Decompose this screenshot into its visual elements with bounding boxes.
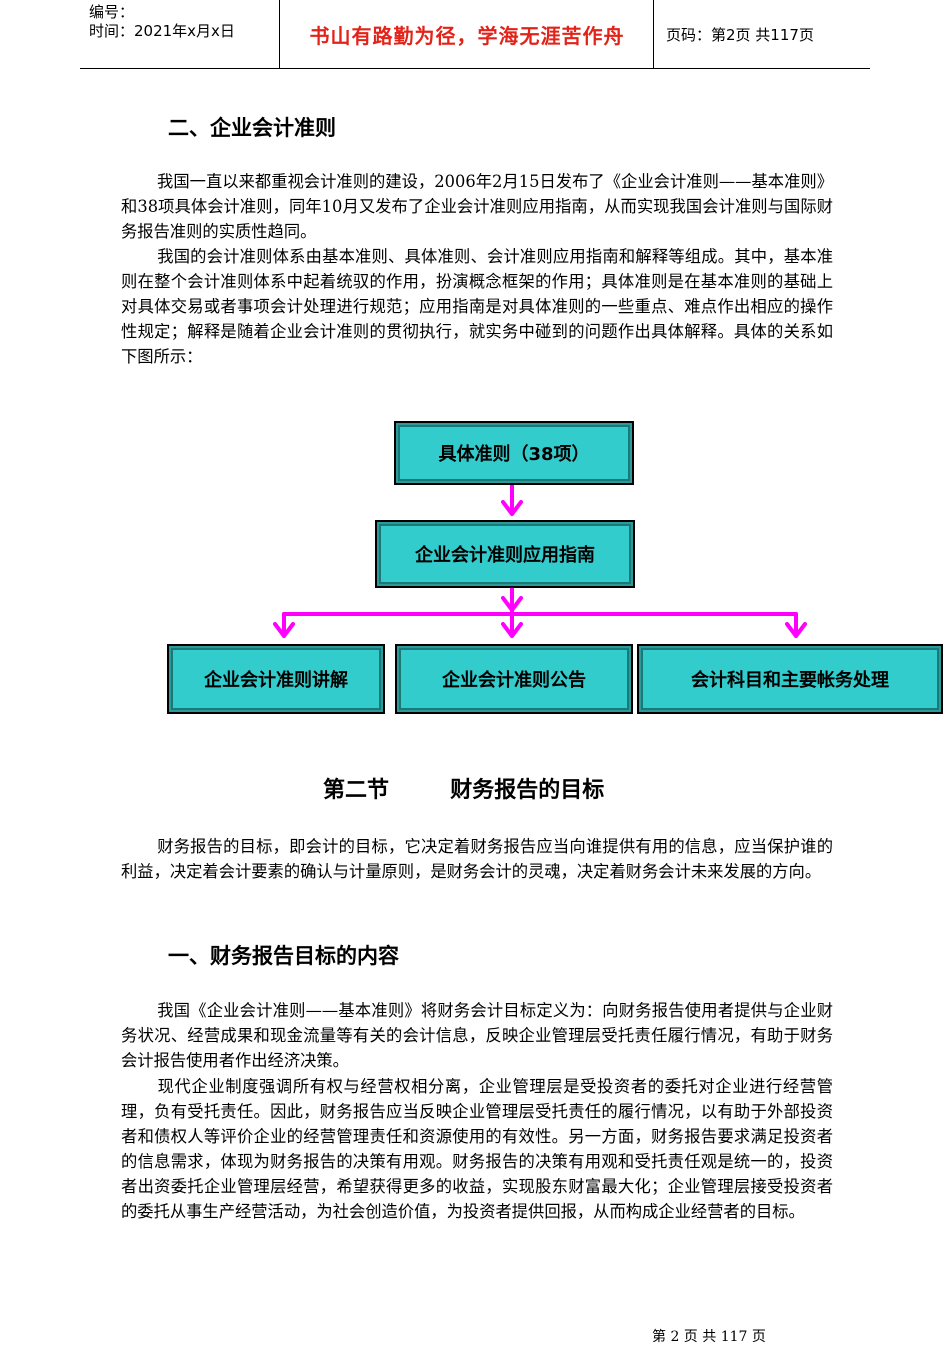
header-page-info: 页码：第2页 共117页 bbox=[666, 25, 814, 44]
header-time: 时间：2021年x月x日 bbox=[89, 22, 235, 40]
box-application-guide: 企业会计准则应用指南 bbox=[375, 520, 635, 588]
paragraph-1: 我国一直以来都重视会计准则的建设，2006年2月15日发布了《企业会计准则——基… bbox=[121, 169, 833, 244]
box-standards-explanation: 企业会计准则讲解 bbox=[167, 644, 385, 714]
paragraph-1-text: 我国一直以来都重视会计准则的建设，2006年2月15日发布了《企业会计准则——基… bbox=[121, 172, 833, 241]
paragraph-3: 财务报告的目标，即会计的目标，它决定着财务报告应当向谁提供有用的信息，应当保护谁… bbox=[121, 834, 833, 884]
box-standards-announcement: 企业会计准则公告 bbox=[395, 644, 633, 714]
header-motto: 书山有路勤为径，学海无涯苦作舟 bbox=[281, 0, 654, 68]
paragraph-4: 我国《企业会计准则——基本准则》将财务会计目标定义为：向财务报告使用者提供与企业… bbox=[121, 998, 833, 1073]
header-number: 编号： bbox=[89, 3, 135, 21]
arrowhead-left bbox=[273, 622, 295, 638]
arrowhead-mid bbox=[501, 500, 523, 516]
subsection-heading-objective-content: 一、财务报告目标的内容 bbox=[168, 943, 399, 968]
paragraph-3-text: 财务报告的目标，即会计的目标，它决定着财务报告应当向谁提供有用的信息，应当保护谁… bbox=[121, 837, 833, 881]
section-heading-reporting-objectives: 第二节 财务报告的目标 bbox=[323, 777, 605, 803]
section-heading-accounting-standards: 二、企业会计准则 bbox=[168, 115, 336, 140]
paragraph-2-text: 我国的会计准则体系由基本准则、具体准则、会计准则应用指南和解释等组成。其中，基本… bbox=[121, 247, 833, 366]
paragraph-2: 我国的会计准则体系由基本准则、具体准则、会计准则应用指南和解释等组成。其中，基本… bbox=[121, 244, 833, 369]
page-footer: 第 2 页 共 117 页 bbox=[652, 1329, 766, 1345]
header-meta: 编号： 时间：2021年x月x日 bbox=[80, 0, 280, 68]
box-specific-standards: 具体准则（38项） bbox=[394, 421, 634, 485]
arrowhead-center bbox=[501, 622, 523, 638]
arrowhead-right bbox=[785, 622, 807, 638]
paragraph-5: 现代企业制度强调所有权与经营权相分离，企业管理层是受投资者的委托对企业进行经营管… bbox=[121, 1074, 833, 1224]
arrowhead-mid-lower bbox=[501, 596, 523, 612]
box-accounts-and-entries: 会计科目和主要帐务处理 bbox=[637, 644, 943, 714]
paragraph-5-text: 现代企业制度强调所有权与经营权相分离，企业管理层是受投资者的委托对企业进行经营管… bbox=[121, 1077, 833, 1221]
page-header: 编号： 时间：2021年x月x日 书山有路勤为径，学海无涯苦作舟 页码：第2页 … bbox=[80, 0, 870, 69]
paragraph-4-text: 我国《企业会计准则——基本准则》将财务会计目标定义为：向财务报告使用者提供与企业… bbox=[121, 1001, 833, 1070]
